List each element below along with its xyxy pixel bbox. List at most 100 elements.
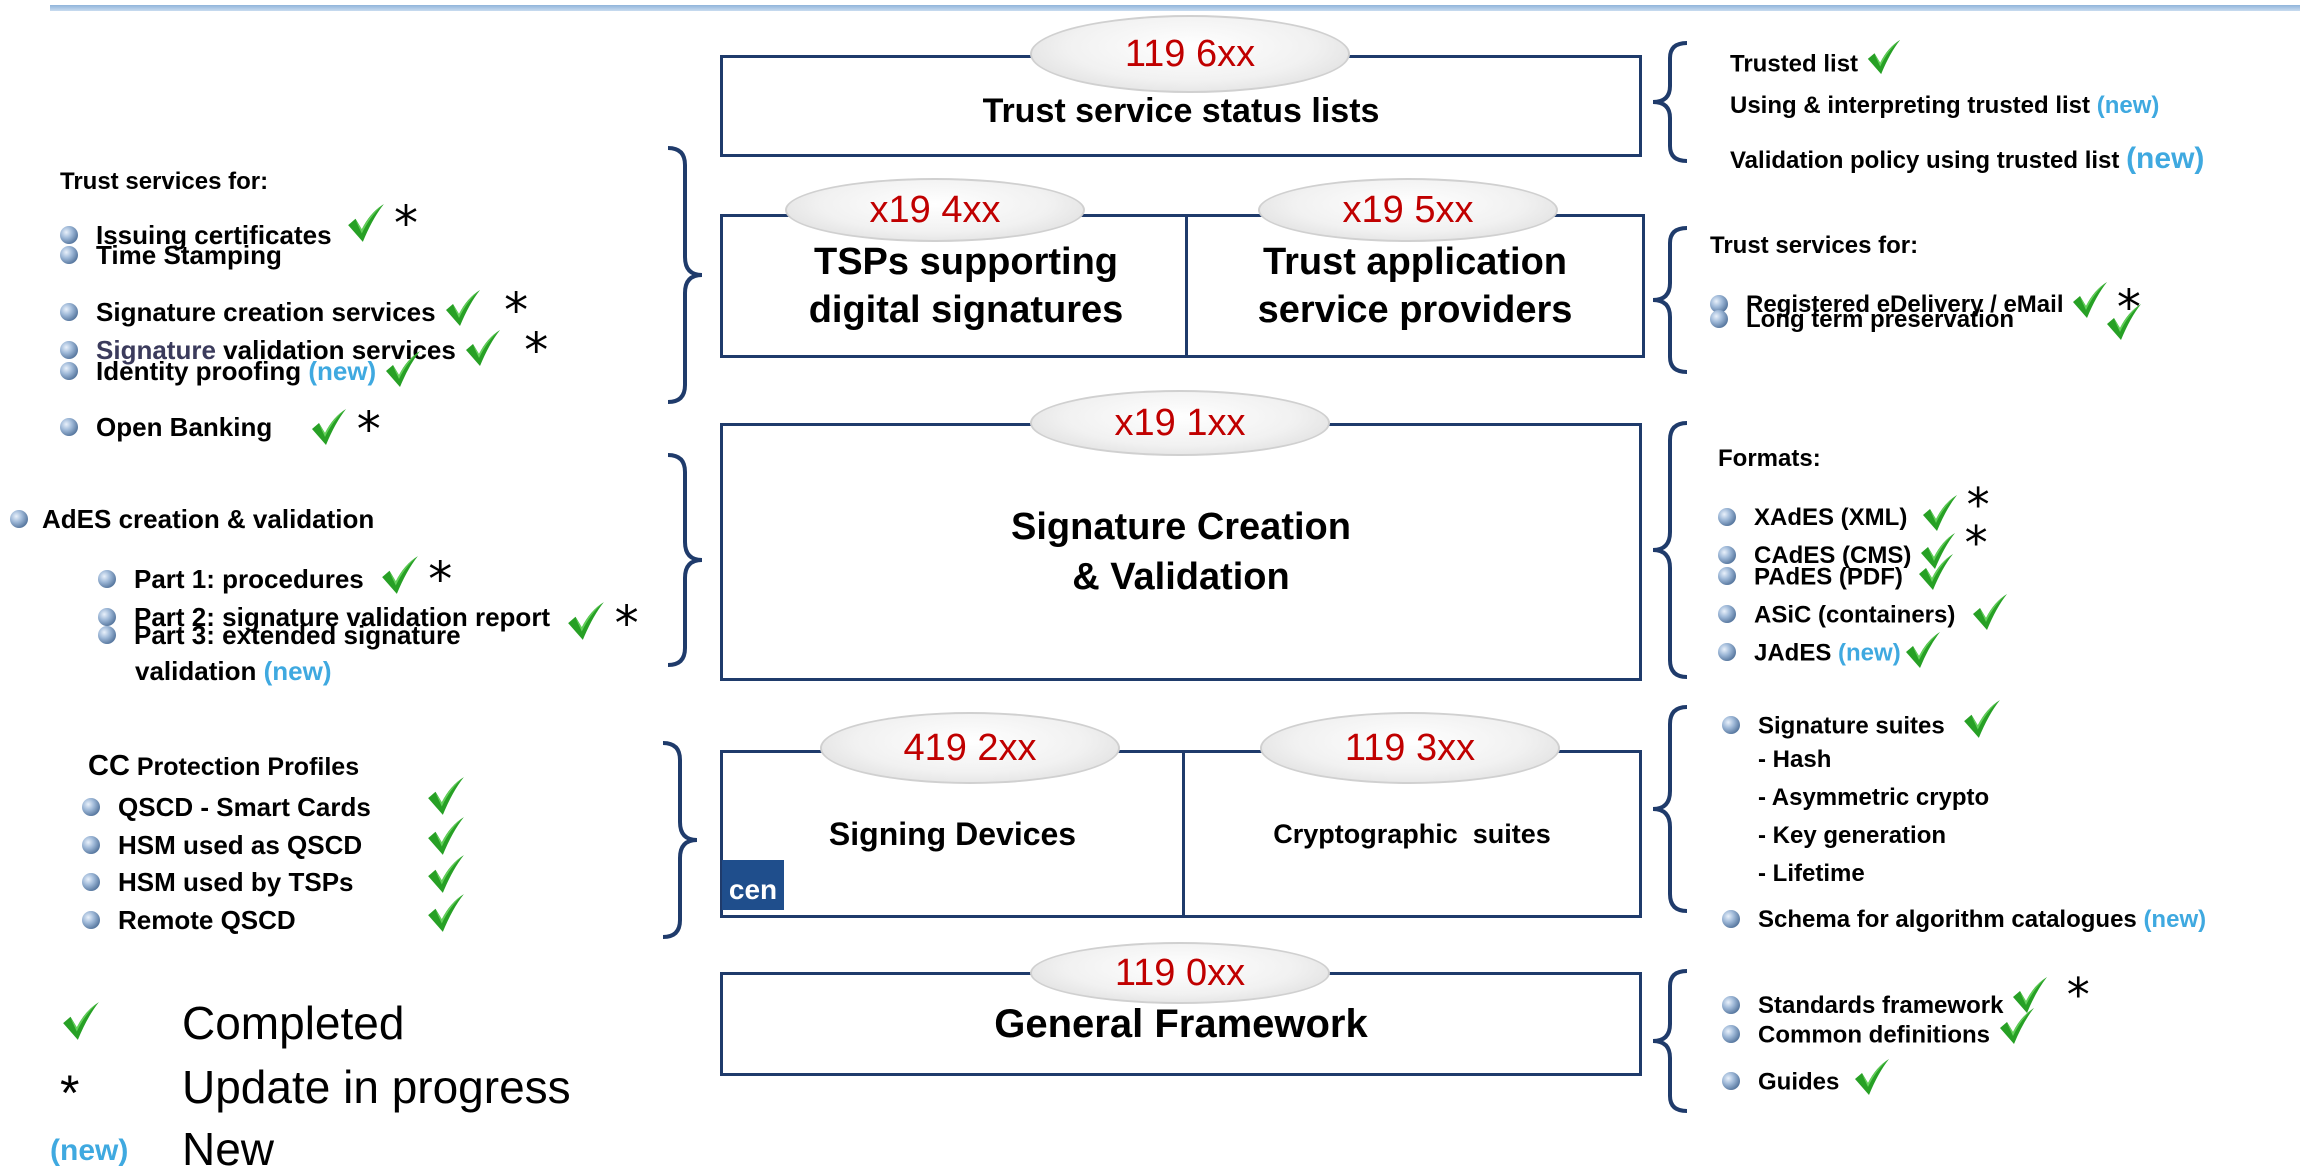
code-label: 419 2xx [903, 726, 1037, 769]
legend-new-symbol: (new) [50, 1134, 129, 1167]
trust-app-title-line2: service providers [1257, 289, 1573, 331]
sphere-bullet-icon [82, 836, 100, 855]
list-item: Schema for algorithm catalogues (new) [1722, 906, 2206, 934]
legend-completed: Completed [182, 997, 405, 1049]
code-label: 119 3xx [1344, 726, 1476, 769]
curly-brace-icon [662, 741, 698, 939]
signature-creation-title-line1: Signature Creation [1011, 506, 1351, 548]
crypto-suites-title: Cryptographic suites [1273, 818, 1551, 849]
sphere-bullet-icon [60, 226, 78, 245]
list-item: CAdES (CMS) * [1718, 516, 1988, 577]
list-item: Part 3: extended signature [98, 620, 461, 651]
sphere-bullet-icon [60, 418, 78, 437]
list-item: HSM used by TSPs [82, 867, 354, 898]
code-oval-x19-5xx: x19 5xx [1258, 178, 1558, 242]
list-item: JAdES (new) [1718, 634, 1943, 674]
sphere-bullet-icon [1722, 1072, 1740, 1090]
green-check-icon [1916, 552, 1956, 592]
code-oval-x19-1xx: x19 1xx [1030, 390, 1330, 456]
curly-brace-icon [1652, 421, 1688, 679]
sphere-bullet-icon [1718, 643, 1736, 661]
list-item: Time Stamping [60, 240, 282, 271]
sphere-bullet-icon [1722, 1025, 1740, 1043]
list-item: Standards framework * [1722, 968, 2090, 1027]
legend-update: Update in progress [182, 1061, 571, 1113]
list-item: HSM used as QSCD [82, 830, 362, 861]
sphere-bullet-icon [60, 362, 78, 380]
code-oval-419-2xx: 419 2xx [820, 712, 1120, 784]
tsps-title-line2: digital signatures [808, 289, 1124, 331]
trust-app-heading: Trust services for: [1710, 232, 1919, 259]
curly-brace-icon [1652, 226, 1688, 374]
green-check-icon [345, 202, 387, 244]
sphere-bullet-icon [98, 570, 116, 589]
code-oval-119-3xx: 119 3xx [1260, 712, 1560, 784]
list-item: PAdES (PDF) [1718, 558, 1956, 598]
sphere-bullet-icon [1722, 995, 1740, 1014]
general-framework-title: General Framework [994, 1001, 1368, 1046]
trust-services-heading: Trust services for: [60, 168, 269, 195]
legend-new: New [182, 1123, 275, 1175]
sub-item: - Lifetime [1758, 860, 1865, 887]
sphere-bullet-icon [1718, 545, 1736, 564]
sphere-bullet-icon [1722, 909, 1740, 928]
sphere-bullet-icon [82, 873, 100, 892]
code-oval-119-6xx: 119 6xx [1030, 15, 1350, 93]
top-divider [50, 5, 2300, 11]
curly-brace-icon [1652, 969, 1688, 1113]
list-item: Guides [1722, 1063, 1892, 1103]
tsps-title-line1: TSPs supporting [814, 241, 1118, 283]
ades-heading: AdES creation & validation [10, 504, 374, 535]
list-item-cont: validation (new) [135, 656, 332, 686]
curly-brace-icon [667, 146, 703, 404]
sphere-bullet-icon [82, 798, 100, 817]
star-icon: * [1964, 516, 1988, 570]
list-item: Registered eDelivery / eMail * [1710, 268, 2141, 336]
green-check-icon [463, 328, 503, 368]
sub-item: - Hash [1758, 746, 1832, 773]
sphere-bullet-icon [1718, 567, 1736, 585]
sphere-bullet-icon [1722, 716, 1740, 734]
star-icon: * [2066, 968, 2090, 1022]
star-icon: * [394, 196, 419, 252]
code-oval-x19-4xx: x19 4xx [785, 178, 1085, 242]
list-item: QSCD - Smart Cards [82, 792, 371, 823]
code-label: 119 6xx [1124, 32, 1256, 75]
list-item: ASiC (containers) [1718, 596, 2010, 636]
curly-brace-icon [1652, 41, 1688, 163]
star-icon: * [356, 402, 381, 458]
signature-creation-box: Signature Creation & Validation [720, 423, 1642, 681]
code-oval-119-0xx: 119 0xx [1030, 942, 1330, 1004]
list-item: Common definitions [1722, 1016, 2037, 1056]
trust-app-title-line1: Trust application [1262, 241, 1568, 283]
sphere-bullet-icon [10, 510, 28, 529]
green-check-icon [383, 349, 423, 389]
green-check-icon [309, 407, 349, 447]
green-check-icon [425, 892, 467, 934]
sphere-bullet-icon [1710, 294, 1728, 313]
code-label: x19 5xx [1342, 188, 1474, 231]
curly-brace-icon [667, 453, 703, 667]
star-icon: * [1966, 478, 1990, 532]
list-item: Part 1: procedures * [98, 544, 452, 608]
list-item: Signature creation services * [60, 277, 528, 339]
sphere-bullet-icon [1718, 605, 1736, 623]
star-icon: * [614, 596, 639, 652]
code-label: x19 4xx [869, 188, 1001, 231]
green-check-icon [425, 775, 467, 817]
sphere-bullet-icon [82, 911, 100, 930]
sub-item: - Key generation [1758, 822, 1947, 849]
green-check-icon [1852, 1057, 1892, 1097]
sphere-bullet-icon [98, 608, 116, 627]
sphere-bullet-icon [98, 626, 116, 645]
sub-item: - Asymmetric crypto [1758, 784, 1990, 811]
green-check-icon [2104, 302, 2144, 342]
sphere-bullet-icon [60, 303, 78, 322]
star-icon: * [504, 283, 529, 339]
star-icon: * [428, 552, 453, 608]
star-icon: * [60, 1065, 80, 1121]
cc-heading: CC Protection Profiles [88, 750, 360, 782]
star-icon: * [524, 323, 549, 379]
sphere-bullet-icon [1710, 309, 1728, 328]
list-item: Open Banking * [60, 392, 381, 458]
